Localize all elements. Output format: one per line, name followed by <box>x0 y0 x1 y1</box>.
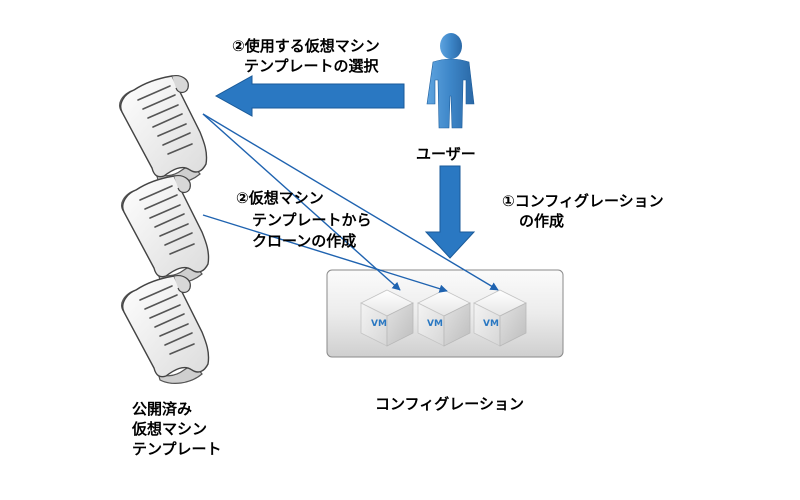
clone-label-line2: テンプレートから <box>252 211 372 229</box>
vm-badge-2: VM <box>427 319 443 329</box>
select-template-label-line1: ②使用する仮想マシン <box>232 37 380 55</box>
vm-badge-1: VM <box>371 319 387 329</box>
create-config-label-line1: ①コンフィグレーション <box>502 192 664 210</box>
select-template-arrow <box>214 75 405 117</box>
clone-label-line3: クローンの作成 <box>252 232 357 250</box>
configuration-label: コンフィグレーション <box>375 395 524 413</box>
template-icon-1 <box>118 74 208 185</box>
published-templates-label-line1: 公開済み <box>132 400 193 418</box>
user-icon <box>426 33 475 129</box>
vm-badge-3: VM <box>483 319 499 329</box>
create-configuration-arrow <box>424 165 476 259</box>
template-icon-2 <box>120 174 210 285</box>
published-templates-label-line2: 仮想マシン <box>132 420 208 438</box>
user-label: ユーザー <box>416 145 476 163</box>
clone-label-line1: ②仮想マシン <box>236 189 324 207</box>
create-config-label-line2: の作成 <box>519 212 565 230</box>
published-templates-label-line3: テンプレート <box>132 440 222 458</box>
template-icon-3 <box>120 274 210 385</box>
select-template-label-line2: テンプレートの選択 <box>244 57 379 75</box>
clone-connectors <box>202 113 499 293</box>
